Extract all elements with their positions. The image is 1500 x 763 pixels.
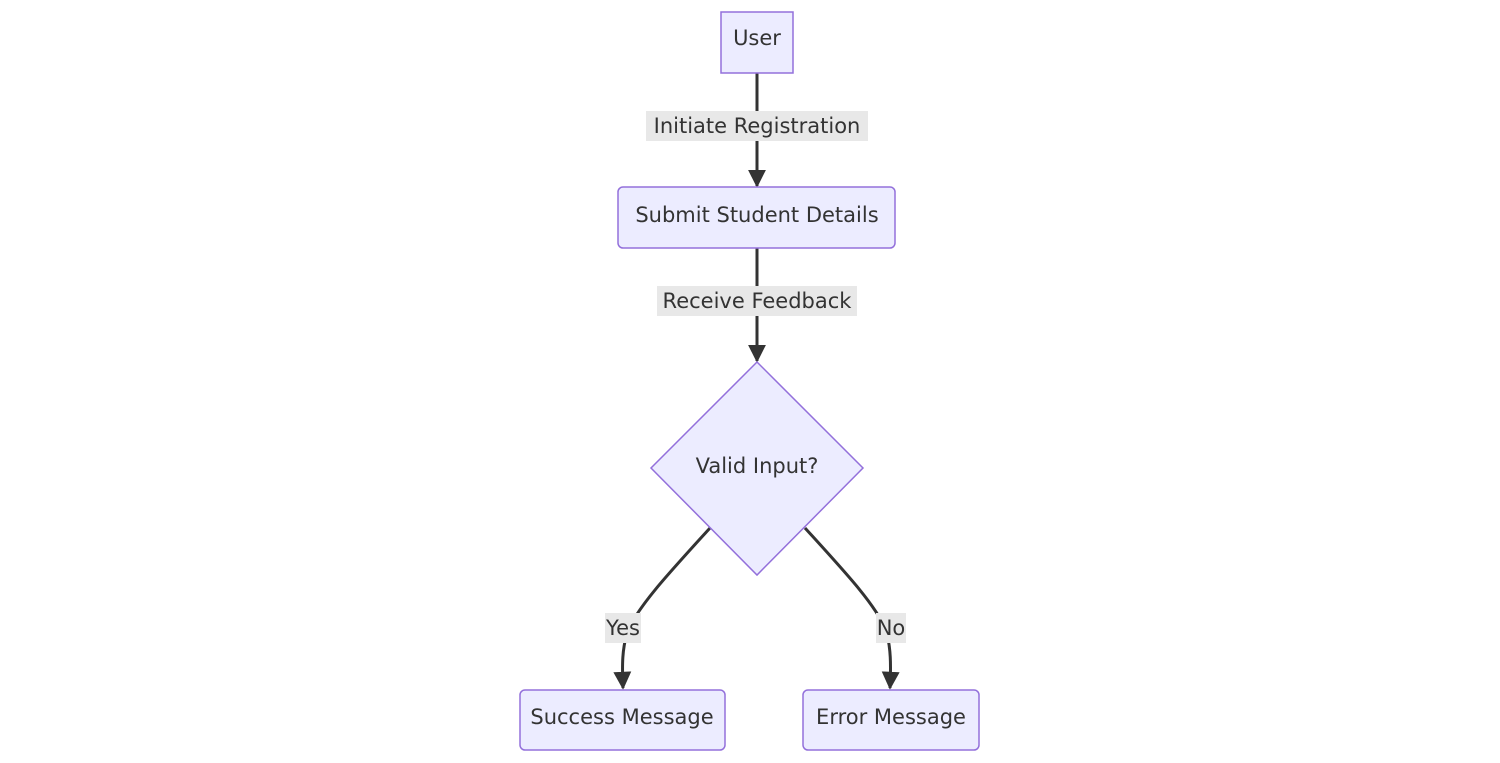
edge-initiate-registration: Initiate Registration <box>646 73 868 188</box>
node-valid-input-decision[interactable]: Valid Input? <box>649 360 865 577</box>
node-success-message[interactable]: Success Message <box>519 689 726 751</box>
node-error-message[interactable]: Error Message <box>802 689 980 751</box>
node-decision-label: Valid Input? <box>696 454 819 478</box>
node-submit-student-details[interactable]: Submit Student Details <box>617 186 896 249</box>
node-user-label: User <box>733 26 781 50</box>
edge-line <box>613 526 712 690</box>
edge-label-background <box>876 613 906 643</box>
node-user-box <box>720 11 794 74</box>
edge-label-no: No <box>877 616 906 640</box>
decision-diamond <box>649 360 865 577</box>
edge-receive-feedback: Receive Feedback <box>657 248 857 363</box>
edge-no: No <box>803 526 906 690</box>
node-user[interactable]: User <box>720 11 794 74</box>
edge-yes: Yes <box>605 526 712 690</box>
node-error-label: Error Message <box>816 705 966 729</box>
node-error-box <box>802 689 980 751</box>
edge-label-receive-feedback: Receive Feedback <box>663 289 853 313</box>
edge-label-background <box>646 111 868 141</box>
edge-label-background <box>657 286 857 316</box>
node-success-label: Success Message <box>530 705 713 729</box>
edge-label-initiate-registration: Initiate Registration <box>654 114 861 138</box>
edge-label-background <box>605 613 641 643</box>
node-submit-label: Submit Student Details <box>635 203 878 227</box>
edge-line <box>803 526 900 690</box>
edge-label-yes: Yes <box>605 616 640 640</box>
node-submit-box <box>617 186 896 249</box>
node-success-box <box>519 689 726 751</box>
